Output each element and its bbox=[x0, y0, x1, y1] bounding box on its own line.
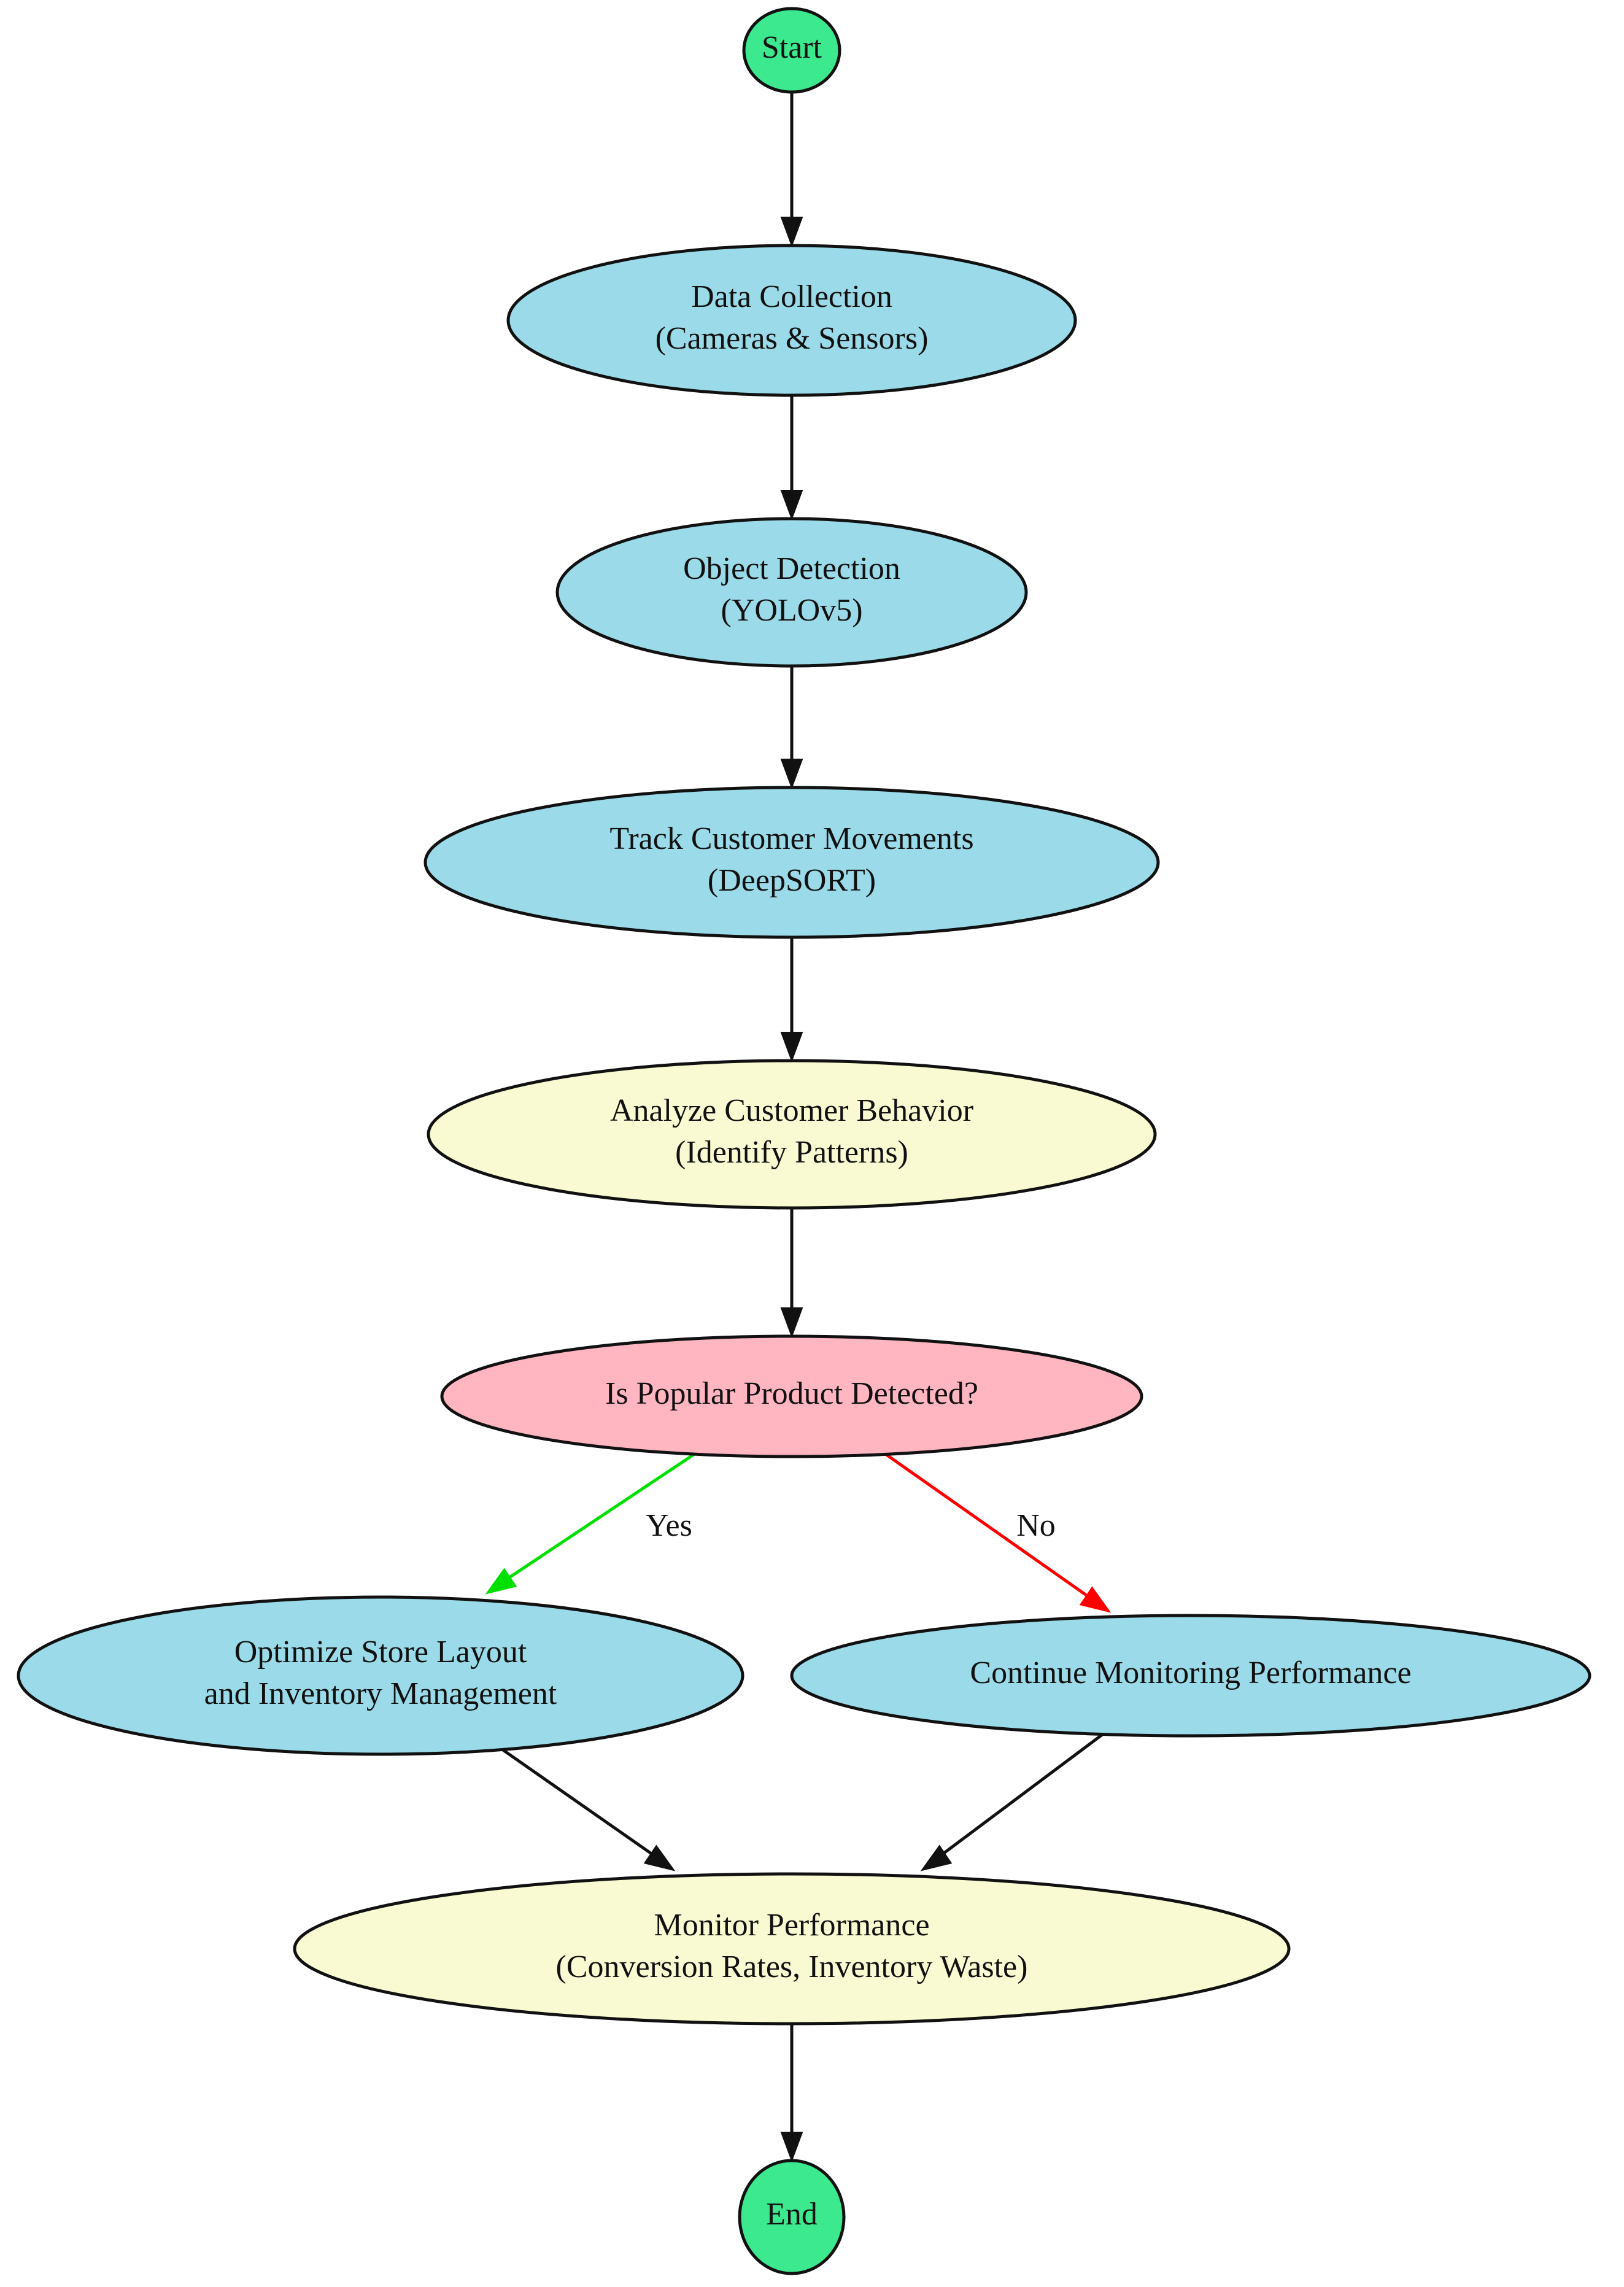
node-shape-analysis[interactable] bbox=[427, 1059, 1157, 1210]
arrowhead-icon bbox=[780, 217, 803, 247]
node-label-analyze_behavior-line-0: Analyze Customer Behavior bbox=[610, 1093, 973, 1128]
edge-label-decision-yes: Yes bbox=[646, 1508, 692, 1543]
edge-decision-no bbox=[876, 1447, 1112, 1613]
arrowhead-icon bbox=[485, 1568, 517, 1595]
node-label-monitor_performance-line-1: (Conversion Rates, Inventory Waste) bbox=[556, 1949, 1028, 1984]
node-shape-process[interactable] bbox=[423, 786, 1160, 939]
edge-decision-yes bbox=[485, 1447, 704, 1595]
node-label-analyze_behavior-line-1: (Identify Patterns) bbox=[675, 1135, 908, 1170]
arrowhead-icon bbox=[920, 1844, 953, 1871]
arrowhead-icon bbox=[1079, 1586, 1112, 1613]
node-end[interactable]: End bbox=[738, 2159, 846, 2275]
node-label-object_detection-line-1: (YOLOv5) bbox=[721, 593, 862, 628]
edge-data-to-detection bbox=[780, 395, 803, 520]
edge-labels-layer: Yes No bbox=[646, 1508, 1056, 1543]
edge-start-to-data bbox=[780, 92, 803, 247]
arrowhead-icon bbox=[780, 1032, 803, 1062]
arrowhead-icon bbox=[780, 1307, 803, 1338]
node-continue_monitoring[interactable]: Continue Monitoring Performance bbox=[790, 1614, 1591, 1738]
node-shape-analysis[interactable] bbox=[293, 1872, 1291, 2026]
arrowhead-icon bbox=[780, 759, 803, 789]
edge-line bbox=[926, 1729, 1108, 1868]
node-label-optimize_layout-line-1: and Inventory Management bbox=[204, 1676, 557, 1711]
node-label-object_detection-line-0: Object Detection bbox=[683, 551, 900, 586]
node-shape-process[interactable] bbox=[790, 1614, 1591, 1738]
node-label-end-line-0: End bbox=[766, 2197, 818, 2232]
edge-monitor-to-end bbox=[780, 2024, 803, 2162]
node-decision[interactable]: Is Popular Product Detected? bbox=[440, 1334, 1143, 1458]
node-shape-terminal[interactable] bbox=[738, 2159, 846, 2275]
node-shape-process[interactable] bbox=[506, 244, 1077, 397]
arrowhead-icon bbox=[780, 490, 803, 520]
node-monitor_performance[interactable]: Monitor Performance (Conversion Rates, In… bbox=[293, 1872, 1291, 2026]
node-data_collection[interactable]: Data Collection (Cameras & Sensors) bbox=[506, 244, 1077, 397]
node-label-track_movements-line-0: Track Customer Movements bbox=[609, 821, 973, 856]
node-label-continue_monitoring-line-0: Continue Monitoring Performance bbox=[970, 1655, 1411, 1690]
node-label-data_collection-line-0: Data Collection bbox=[691, 279, 892, 314]
node-shape-process[interactable] bbox=[17, 1595, 744, 1756]
node-shape-process[interactable] bbox=[555, 517, 1028, 668]
edges-layer bbox=[485, 92, 1112, 2162]
node-label-track_movements-line-1: (DeepSORT) bbox=[708, 863, 876, 898]
edge-line bbox=[501, 1747, 670, 1868]
edge-line bbox=[490, 1447, 704, 1592]
node-object_detection[interactable]: Object Detection (YOLOv5) bbox=[555, 517, 1028, 668]
node-label-decision-line-0: Is Popular Product Detected? bbox=[605, 1376, 978, 1411]
node-start[interactable]: Start bbox=[742, 7, 841, 94]
node-label-monitor_performance-line-0: Monitor Performance bbox=[654, 1908, 929, 1943]
arrowhead-icon bbox=[780, 2132, 803, 2162]
edge-track-to-analyze bbox=[780, 937, 803, 1062]
edge-analyze-to-decision bbox=[780, 1208, 803, 1338]
arrowhead-icon bbox=[643, 1844, 676, 1871]
node-optimize_layout[interactable]: Optimize Store Layout and Inventory Manag… bbox=[17, 1595, 744, 1756]
node-track_movements[interactable]: Track Customer Movements (DeepSORT) bbox=[423, 786, 1160, 939]
edge-detection-to-track bbox=[780, 666, 803, 789]
node-label-optimize_layout-line-0: Optimize Store Layout bbox=[234, 1635, 527, 1670]
edge-label-decision-no: No bbox=[1016, 1508, 1056, 1543]
node-shape-decision[interactable] bbox=[440, 1334, 1143, 1458]
edge-line bbox=[876, 1447, 1106, 1610]
node-shape-terminal[interactable] bbox=[742, 7, 841, 94]
node-analyze_behavior[interactable]: Analyze Customer Behavior (Identify Patte… bbox=[427, 1059, 1157, 1210]
edge-optimize-to-monitor bbox=[501, 1747, 676, 1871]
node-label-start-line-0: Start bbox=[762, 30, 822, 65]
edge-continue-to-monitor bbox=[920, 1729, 1108, 1871]
node-label-data_collection-line-1: (Cameras & Sensors) bbox=[655, 321, 929, 356]
